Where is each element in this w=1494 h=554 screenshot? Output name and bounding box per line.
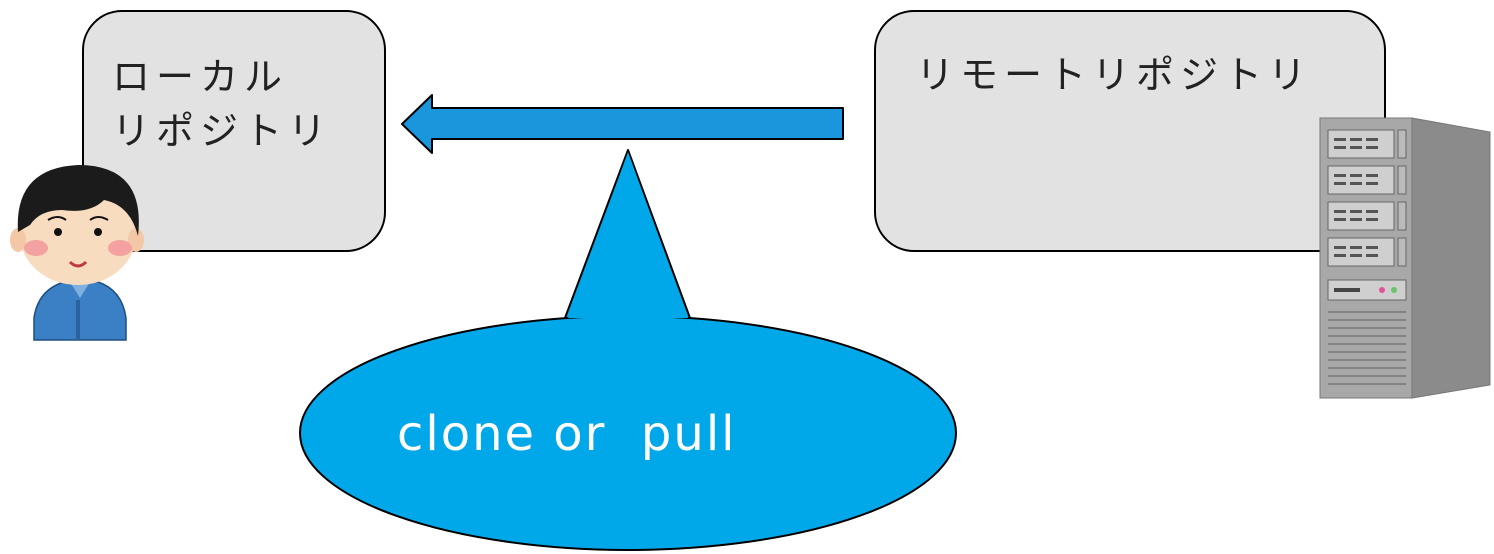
callout-balloon xyxy=(299,149,957,551)
callout-text: clone or pull xyxy=(397,406,737,462)
person-icon xyxy=(10,165,144,341)
server-tower-icon xyxy=(1319,117,1491,399)
local-repository-label: ローカル リポジトリ xyxy=(112,55,333,153)
remote-repository-label: リモートリポジトリ xyxy=(916,53,1313,97)
transfer-arrow xyxy=(401,94,844,154)
